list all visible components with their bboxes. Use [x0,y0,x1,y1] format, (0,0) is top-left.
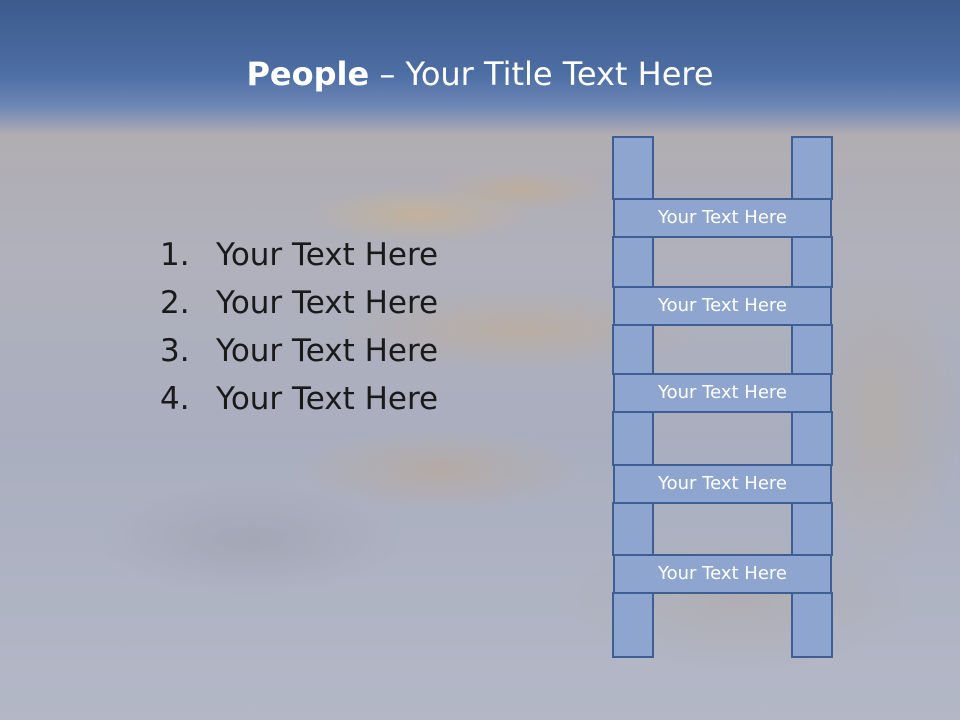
list-text: Your Text Here [216,285,439,321]
ladder-rail-left[interactable] [612,236,654,288]
title-bold-part: People [246,55,370,93]
ladder-rail-right[interactable] [791,136,833,200]
list-item: 4. Your Text Here [160,377,438,425]
ladder-rail-right[interactable] [791,236,833,288]
ladder-rung-3[interactable]: Your Text Here [613,373,832,413]
ladder-rail-right[interactable] [791,592,833,658]
ladder-rail-left[interactable] [612,136,654,200]
list-text: Your Text Here [216,333,439,369]
ladder-rung-2[interactable]: Your Text Here [613,286,832,326]
ladder-rail-left[interactable] [612,324,654,375]
slide-title[interactable]: People – Your Title Text Here [0,52,960,96]
numbered-list[interactable]: 1. Your Text Here 2. Your Text Here 3. Your… [160,233,438,425]
ladder-rail-right[interactable] [791,324,833,375]
list-number: 4. [160,381,190,417]
title-rest-part: – Your Title Text Here [369,55,714,93]
ladder-rung-1[interactable]: Your Text Here [613,198,832,238]
list-text: Your Text Here [216,381,439,417]
list-text: Your Text Here [216,237,439,273]
ladder-rung-5[interactable]: Your Text Here [613,554,832,594]
ladder-rail-right[interactable] [791,411,833,466]
list-number: 2. [160,285,190,321]
ladder-rail-left[interactable] [612,411,654,466]
list-number: 3. [160,333,190,369]
ladder-rail-left[interactable] [612,592,654,658]
ladder-rail-left[interactable] [612,502,654,556]
list-item: 2. Your Text Here [160,281,438,329]
list-item: 1. Your Text Here [160,233,438,281]
ladder-rail-right[interactable] [791,502,833,556]
title-band [0,0,960,135]
list-number: 1. [160,237,190,273]
ladder-rung-4[interactable]: Your Text Here [613,464,832,504]
list-item: 3. Your Text Here [160,329,438,377]
